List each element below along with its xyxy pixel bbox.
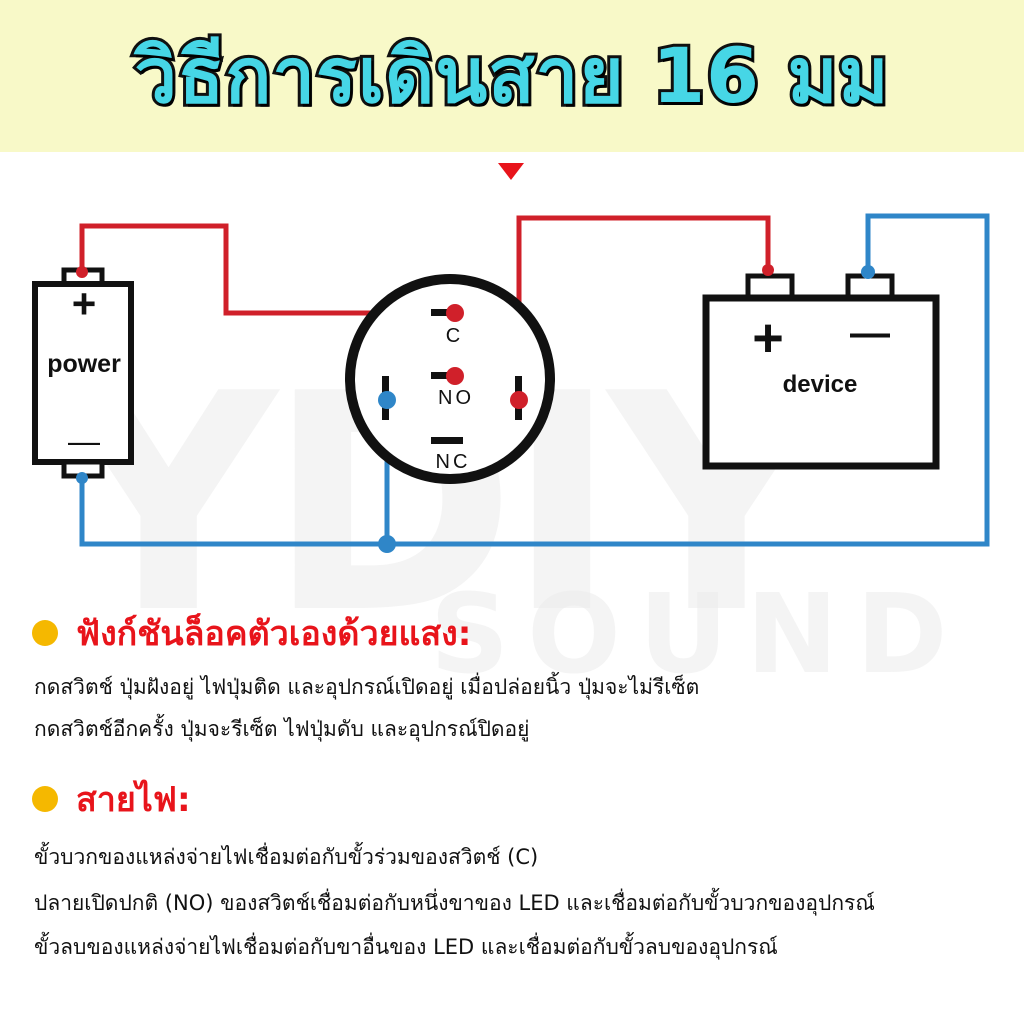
terminal-nc-label: NC: [436, 451, 471, 473]
junction-dots: [76, 264, 875, 553]
section-line: กดสวิตช์อีกครั้ง ปุ่มจะรีเซ็ต ไฟปุ่มดับ …: [34, 717, 530, 741]
wiring-diagram: + power — C NO NC + — device: [32, 163, 990, 553]
device-plus-sign: +: [752, 308, 784, 368]
section-line: ขั้วบวกของแหล่งจ่ายไฟเชื่อมต่อกับขั้วร่ว…: [34, 845, 539, 869]
pointer-triangle-icon: [498, 163, 524, 180]
section-line: ปลายเปิดปกติ (NO) ของสวิตช์เชื่อมต่อกับห…: [34, 891, 875, 915]
device-minus-sign: —: [850, 311, 890, 355]
page-title: วิธีการเดินสาย 16 มม: [131, 28, 891, 123]
wire-power-to-c: [79, 223, 455, 316]
wire-power-minus-to-device-minus: [79, 213, 990, 547]
section-line: กดสวิตช์ ปุ่มฝังอยู่ ไฟปุ่มติด และอุปกรณ…: [34, 675, 700, 699]
section-heading: ฟังก์ชันล็อคตัวเองด้วยแสง:: [76, 614, 472, 654]
terminal-no-label: NO: [438, 387, 474, 409]
power-source: + power —: [32, 267, 134, 479]
bullet-dot-icon: [32, 620, 58, 646]
section-heading: สายไฟ:: [76, 780, 191, 820]
section-line: ขั้วลบของแหล่งจ่ายไฟเชื่อมต่อกับขาอื่นขอ…: [34, 935, 778, 959]
title-banner: วิธีการเดินสาย 16 มม: [0, 0, 1024, 152]
power-plus-sign: +: [72, 280, 97, 327]
power-minus-sign: —: [68, 423, 100, 459]
terminal-c-label: C: [446, 325, 460, 347]
device-label: device: [783, 371, 858, 398]
device: + — device: [702, 273, 940, 470]
bullet-dot-icon: [32, 786, 58, 812]
power-label: power: [47, 350, 121, 378]
